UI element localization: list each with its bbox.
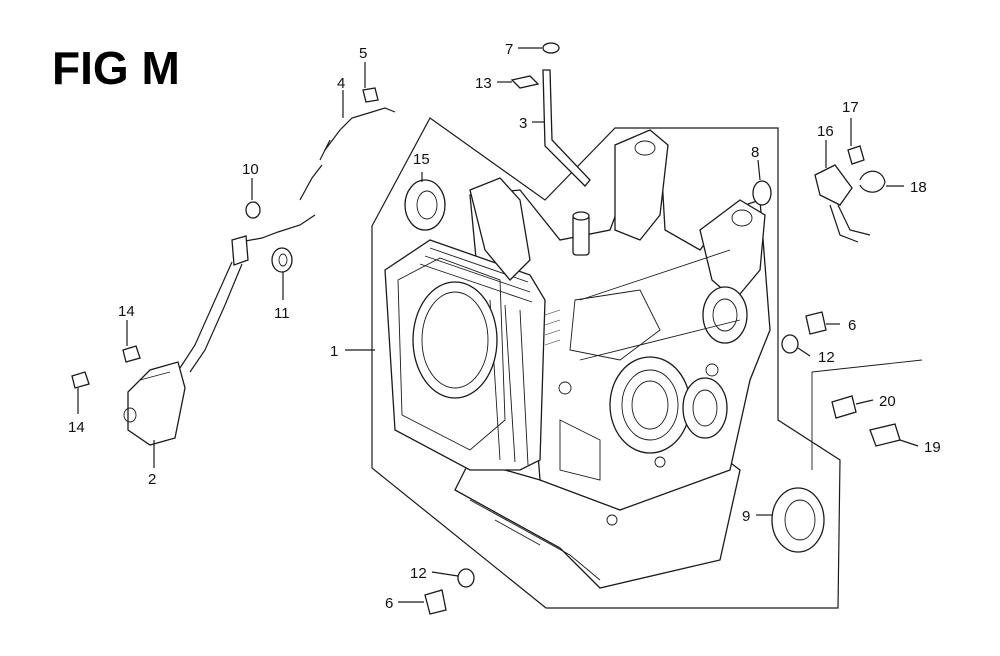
washer-top-part bbox=[542, 42, 560, 54]
callout-5: 5 bbox=[359, 45, 367, 62]
washer-12a-part bbox=[781, 334, 799, 354]
callout-8: 8 bbox=[751, 144, 759, 161]
callout-14a: 14 bbox=[118, 303, 135, 320]
callout-12a: 12 bbox=[818, 349, 835, 366]
clip-part bbox=[510, 75, 540, 89]
callout-9: 9 bbox=[742, 508, 750, 525]
callout-11: 11 bbox=[274, 305, 290, 322]
clamp-part bbox=[859, 170, 886, 193]
bolt-6a-part bbox=[805, 311, 827, 335]
wire-harness-part bbox=[324, 107, 396, 151]
callout-2: 2 bbox=[148, 471, 156, 488]
callout-7: 7 bbox=[505, 41, 513, 58]
governor-arm-part bbox=[542, 69, 591, 187]
bolt-5-part bbox=[362, 87, 379, 103]
callout-17: 17 bbox=[842, 99, 859, 116]
callout-6a: 6 bbox=[848, 317, 856, 334]
assembly-outline-crankcase bbox=[371, 117, 841, 609]
callout-15: 15 bbox=[413, 151, 430, 168]
figure-title: FIG M bbox=[52, 42, 180, 94]
ignition-coil-part bbox=[123, 214, 316, 446]
leader-lines bbox=[77, 47, 919, 603]
bolt-14a-part bbox=[122, 345, 141, 363]
fitting-20-part bbox=[831, 395, 857, 419]
grommet-part bbox=[271, 247, 293, 273]
callout-20: 20 bbox=[879, 393, 896, 410]
callout-3: 3 bbox=[519, 115, 527, 132]
bolt-17-part bbox=[847, 145, 865, 165]
bolt-6b-part bbox=[424, 589, 447, 615]
callout-13: 13 bbox=[475, 75, 492, 92]
washer-12b-part bbox=[457, 568, 475, 588]
oil-seal-bottom-part bbox=[771, 487, 825, 553]
callout-19: 19 bbox=[924, 439, 941, 456]
washer-10-part bbox=[245, 201, 261, 219]
fitting-19-part bbox=[869, 423, 901, 447]
callout-1: 1 bbox=[330, 343, 338, 360]
assembly-outline-sensor bbox=[811, 359, 923, 373]
callout-12b: 12 bbox=[410, 565, 427, 582]
dowel-pin-part bbox=[752, 180, 772, 206]
oil-sensor-plate-part bbox=[814, 164, 871, 243]
crankcase bbox=[384, 129, 771, 589]
bolt-14b-part bbox=[71, 371, 90, 389]
callout-18: 18 bbox=[910, 179, 927, 196]
oil-seal-top-part bbox=[404, 179, 446, 231]
callout-14b: 14 bbox=[68, 419, 85, 436]
callout-4: 4 bbox=[337, 75, 345, 92]
callout-16: 16 bbox=[817, 123, 834, 140]
callout-10: 10 bbox=[242, 161, 259, 178]
callout-6b: 6 bbox=[385, 595, 393, 612]
